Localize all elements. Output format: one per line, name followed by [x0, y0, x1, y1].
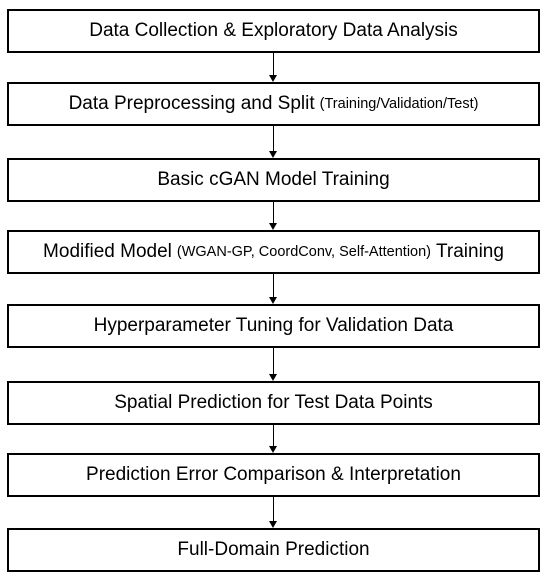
step-error-comparison: Prediction Error Comparison & Interpreta…: [7, 453, 540, 497]
step-modified-model: Modified Model(WGAN-GP, CoordConv, Self-…: [7, 230, 540, 274]
step-preprocessing: Data Preprocessing and Split(Training/Va…: [7, 82, 540, 126]
step-spatial-prediction: Spatial Prediction for Test Data Points: [7, 381, 540, 425]
arrow-connector: [269, 274, 277, 304]
step-data-collection: Data Collection & Exploratory Data Analy…: [7, 9, 540, 53]
arrow-connector: [269, 497, 277, 528]
step-label: Prediction Error Comparison & Interpreta…: [86, 464, 461, 485]
step-label: Modified Model: [43, 241, 172, 262]
step-label: Basic cGAN Model Training: [157, 169, 390, 190]
step-sublabel: (Training/Validation/Test): [319, 96, 479, 112]
step-label: Hyperparameter Tuning for Validation Dat…: [93, 315, 454, 336]
arrow-connector: [269, 53, 277, 82]
arrow-connector: [269, 425, 277, 453]
arrow-connector: [269, 202, 277, 230]
step-full-domain: Full-Domain Prediction: [7, 528, 540, 572]
step-basic-cgan: Basic cGAN Model Training: [7, 158, 540, 202]
arrow-connector: [269, 126, 277, 158]
step-sublabel: (WGAN-GP, CoordConv, Self-Attention): [176, 244, 431, 260]
step-label-suffix: Training: [436, 241, 504, 262]
step-label: Full-Domain Prediction: [177, 539, 370, 560]
step-label: Data Collection & Exploratory Data Analy…: [89, 20, 458, 41]
step-hyperparameter-tuning: Hyperparameter Tuning for Validation Dat…: [7, 304, 540, 348]
step-label: Data Preprocessing and Split: [68, 93, 315, 114]
step-label: Spatial Prediction for Test Data Points: [114, 392, 433, 413]
arrow-connector: [269, 348, 277, 381]
